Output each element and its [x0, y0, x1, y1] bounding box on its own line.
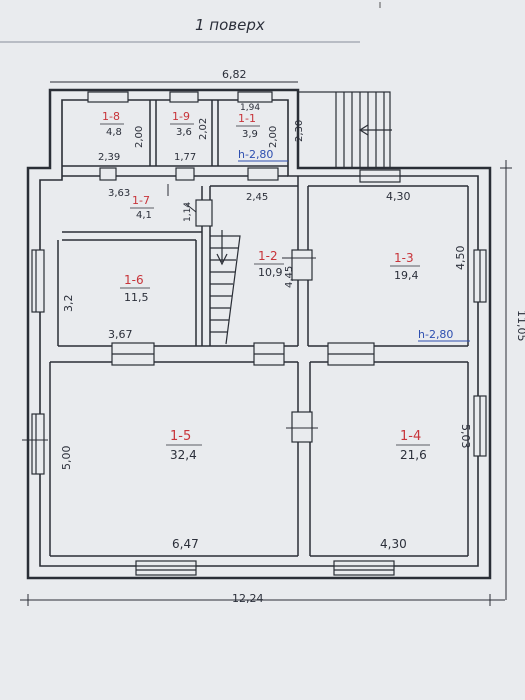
room-id: 1-1: [238, 112, 256, 125]
room-id: 1-2: [258, 249, 278, 263]
room-area: 21,6: [400, 448, 427, 462]
room-id: 1-8: [102, 110, 120, 123]
room-id: 1-5: [170, 429, 191, 444]
dim-2-00-right: 2,00: [268, 126, 279, 148]
room-label-1-3: 1-3 19,4: [390, 251, 420, 282]
door-1-8-1-7: [99, 167, 117, 181]
door-1-5-1-4: [291, 411, 313, 443]
room-label-1-6: 1-6 11,5: [120, 273, 150, 304]
dim-6-47: 6,47: [172, 537, 199, 551]
room-label-1-4: 1-4 21,6: [396, 429, 430, 462]
windows: [31, 91, 487, 576]
dim-4-50: 4,50: [454, 246, 467, 271]
dim-right-overall: 11,05: [515, 310, 525, 342]
dim-3-63: 3,63: [108, 188, 130, 199]
dim-right-lower: 5,03: [459, 424, 472, 449]
dim-2-30: 2,30: [294, 120, 305, 142]
room-id: 1-3: [394, 251, 414, 265]
inner-wall-outline: [39, 99, 479, 567]
window-left-lower: [31, 413, 45, 475]
dimension-lines: [20, 81, 512, 606]
entrance-arrow-head: [358, 124, 369, 136]
window-top-1-8: [87, 91, 129, 103]
interior-stairs: [210, 230, 241, 345]
sheet-title: 1 поверх: [195, 16, 265, 34]
room-label-1-8: 1-8 4,8: [100, 110, 124, 138]
dim-2-00-left: 2,00: [134, 126, 145, 148]
door-1-1-1-2: [247, 167, 279, 181]
room-area: 19,4: [394, 269, 419, 282]
room-id: 1-6: [124, 273, 144, 287]
room-area: 10,9: [258, 266, 283, 279]
window-left-upper: [31, 249, 45, 313]
door-1-7-1-2: [195, 199, 213, 227]
height-label-upper: h-2,80: [238, 148, 273, 161]
dim-bottom-overall: 12,24: [232, 592, 264, 605]
stair-arrow-head: [216, 253, 228, 266]
room-area: 11,5: [124, 291, 149, 304]
stair-outline: [210, 235, 241, 345]
dim-4-30-bottom: 4,30: [380, 537, 407, 551]
room-label-1-7: 1-7 4,1: [130, 194, 154, 221]
dim-4-45: 4,45: [284, 266, 295, 288]
window-bottom-right: [333, 560, 395, 576]
dim-2-45: 2,45: [246, 192, 268, 203]
room-area: 3,6: [176, 127, 192, 138]
dim-2-02: 2,02: [198, 118, 209, 140]
room-area: 32,4: [170, 448, 197, 462]
room-label-1-1: 1-1 3,9: [236, 112, 260, 140]
dim-2-39: 2,39: [98, 152, 120, 163]
room-id: 1-7: [132, 194, 150, 207]
window-top-1-9: [169, 91, 199, 103]
door-1-2-1-3: [291, 249, 313, 281]
room-area: 4,1: [136, 210, 152, 221]
dim-tick-1-14: [185, 203, 197, 213]
room-label-1-2: 1-2 10,9: [254, 249, 284, 279]
dim-1-77: 1,77: [174, 152, 196, 163]
room-area: 3,9: [242, 129, 258, 140]
dim-left-lower: 5,00: [60, 446, 73, 471]
window-bottom-left: [135, 560, 197, 576]
door-1-9-1-7: [175, 167, 195, 181]
room-id: 1-9: [172, 110, 190, 123]
dim-1-94: 1,94: [240, 103, 260, 113]
dim-3-2: 3,2: [62, 295, 75, 313]
interior-walls: [49, 100, 469, 557]
window-top-1-1: [237, 91, 273, 103]
dim-3-67: 3,67: [108, 328, 133, 341]
room-id: 1-4: [400, 429, 421, 444]
room-area: 4,8: [106, 127, 122, 138]
dim-top-overall: 6,82: [222, 68, 247, 81]
room-label-1-9: 1-9 3,6: [170, 110, 194, 138]
dim-4-30-top: 4,30: [386, 190, 411, 203]
height-label-lower: h-2,80: [418, 328, 453, 341]
room-label-1-5: 1-5 32,4: [166, 429, 202, 462]
dim-1-14: 1,14: [183, 202, 193, 222]
doors: [99, 167, 375, 443]
entrance-steps: [297, 91, 392, 169]
